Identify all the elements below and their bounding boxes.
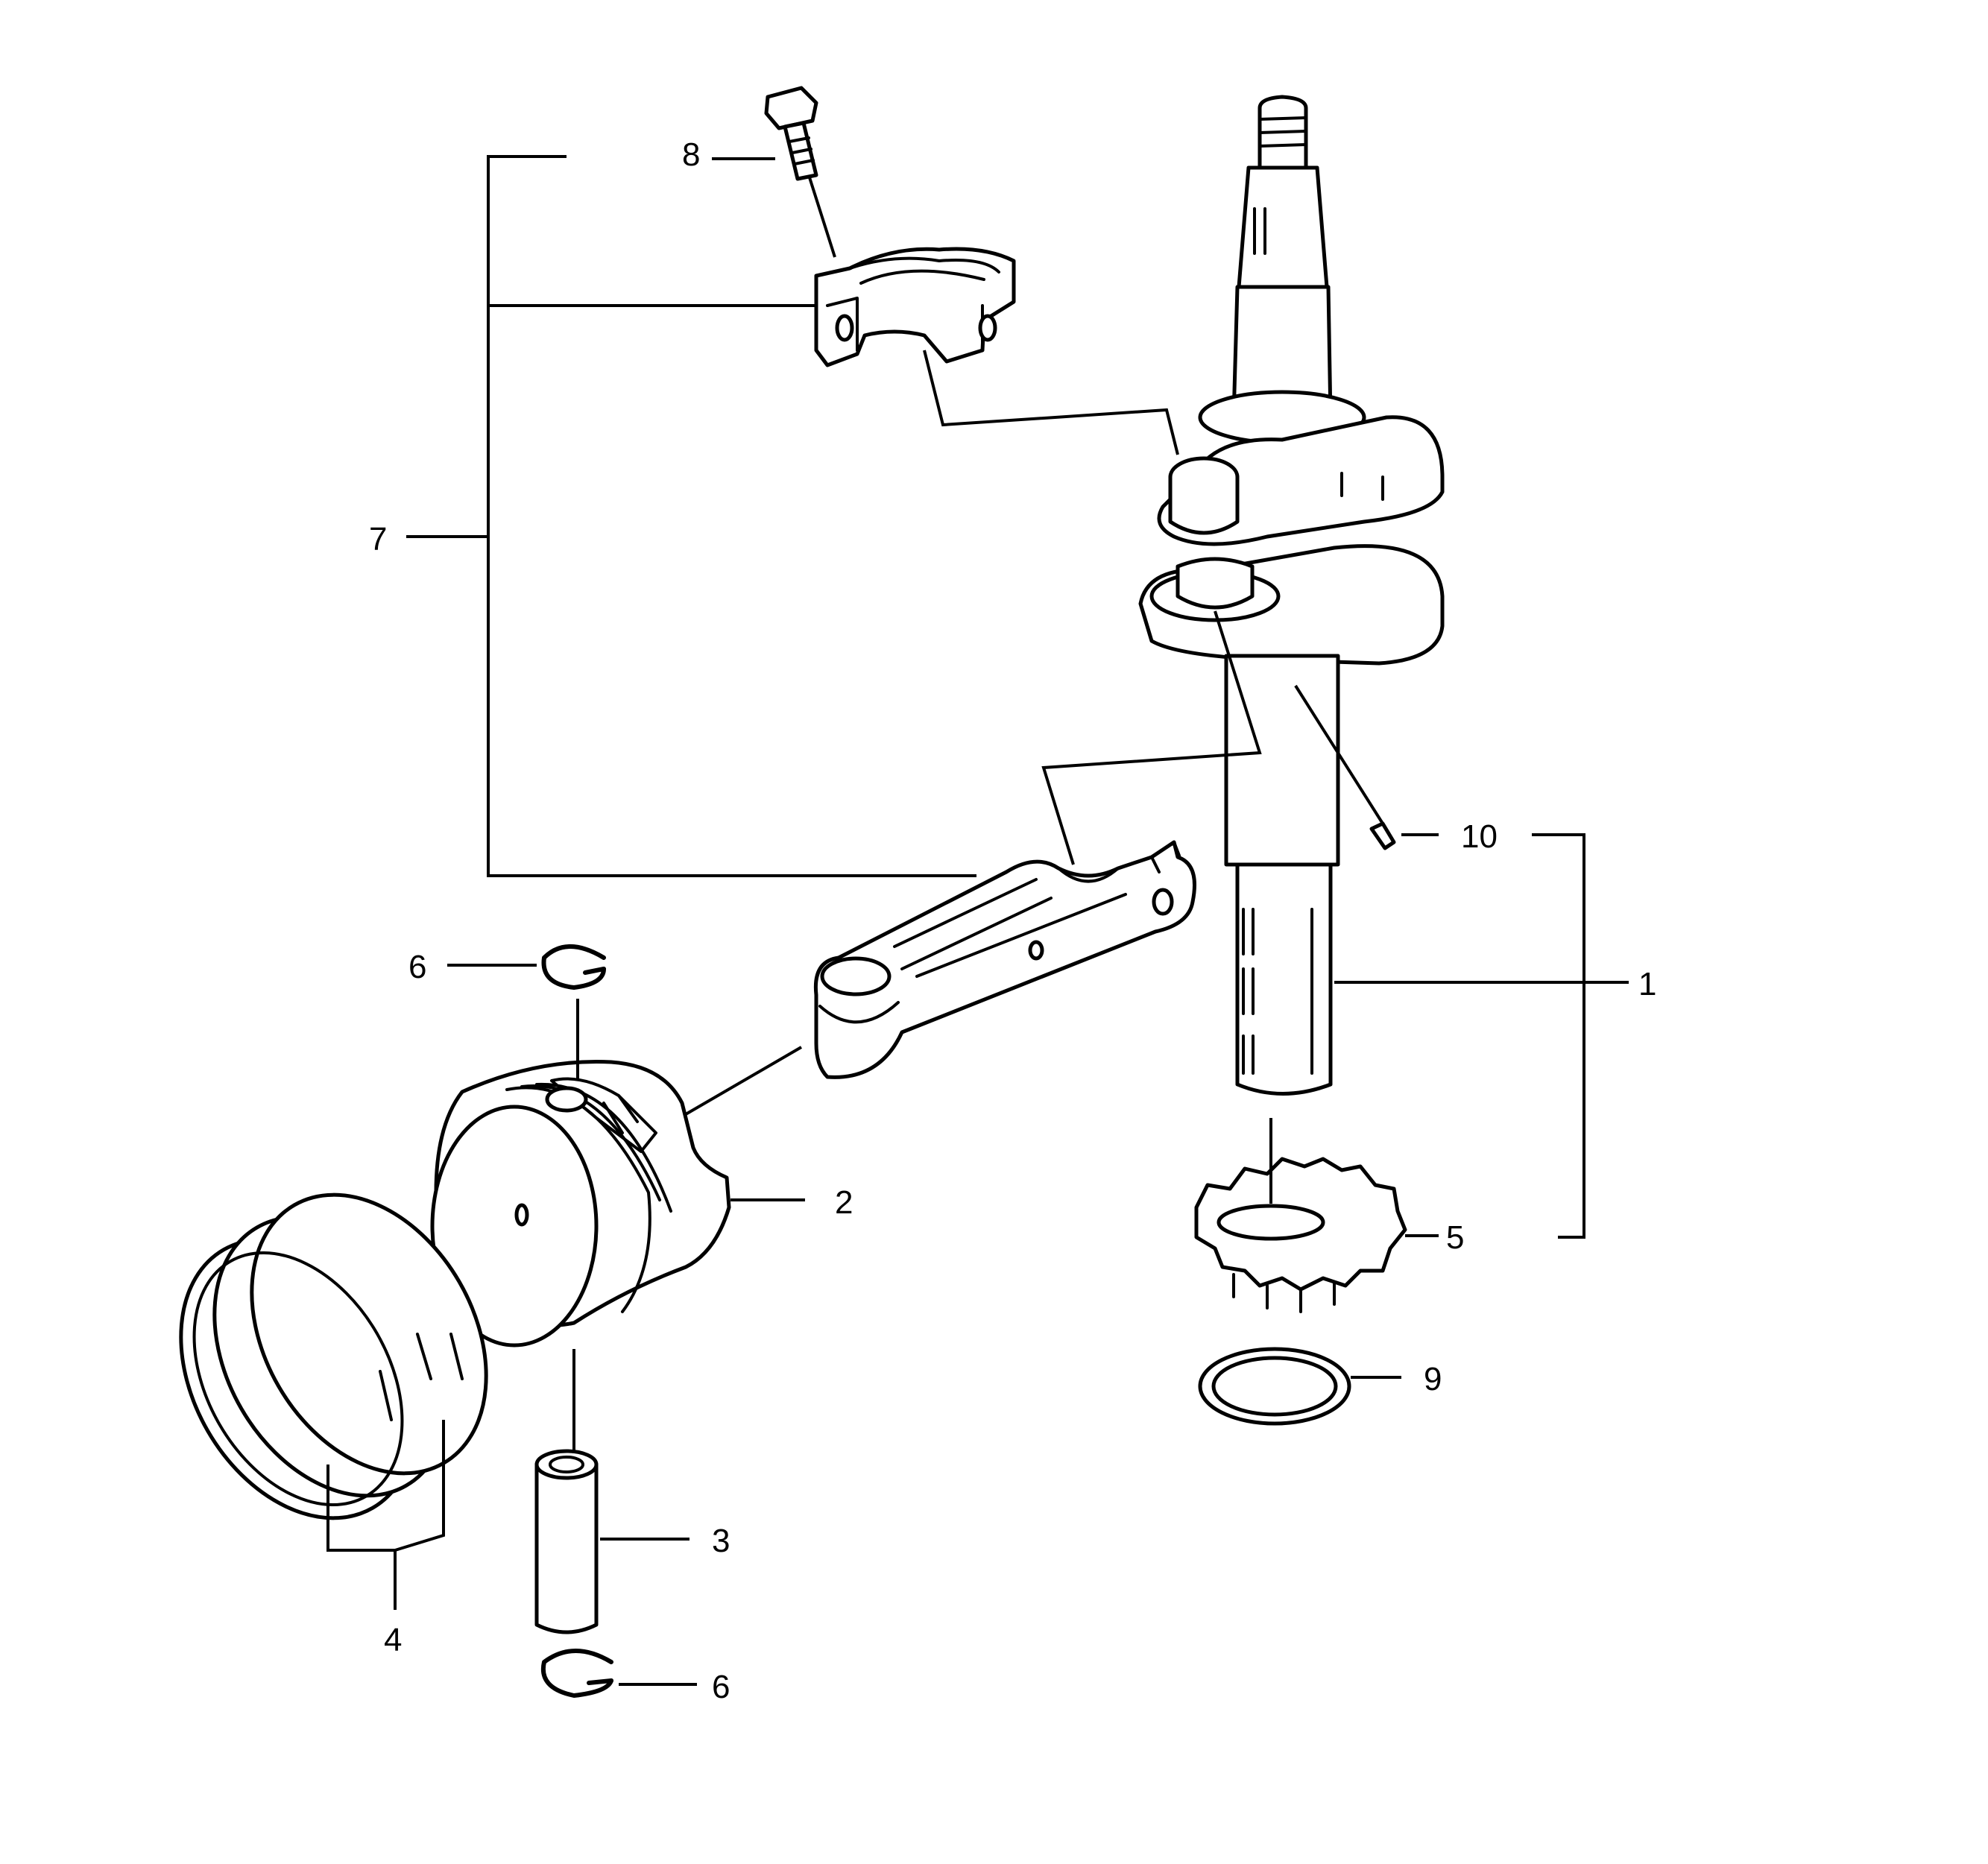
- callout-1: 1: [1638, 966, 1656, 1002]
- callout-5: 5: [1446, 1219, 1464, 1256]
- callout-10: 10: [1461, 818, 1498, 855]
- piston-pin[interactable]: [534, 1449, 599, 1634]
- cap-bolt[interactable]: [764, 86, 818, 181]
- callout-6-lower: 6: [712, 1669, 730, 1705]
- connecting-rod[interactable]: [813, 840, 1196, 1079]
- callout-6-upper: 6: [408, 949, 426, 985]
- woodruff-key[interactable]: [1369, 821, 1396, 850]
- callout-4: 4: [384, 1622, 402, 1658]
- callout-7: 7: [369, 521, 387, 557]
- callout-2: 2: [835, 1184, 853, 1221]
- piston-rings[interactable]: [133, 1153, 534, 1560]
- callout-8: 8: [682, 136, 700, 173]
- timing-gear[interactable]: [1194, 1157, 1407, 1313]
- callout-3: 3: [712, 1523, 730, 1559]
- callout-9: 9: [1424, 1361, 1442, 1397]
- washer[interactable]: [1198, 1347, 1351, 1426]
- circlip-upper[interactable]: [541, 944, 606, 990]
- circlip-lower[interactable]: [540, 1649, 613, 1698]
- crankshaft[interactable]: [1138, 95, 1445, 1096]
- piston[interactable]: [430, 1060, 731, 1348]
- connecting-rod-cap[interactable]: [814, 247, 1016, 367]
- leader-lines: [326, 155, 1629, 1686]
